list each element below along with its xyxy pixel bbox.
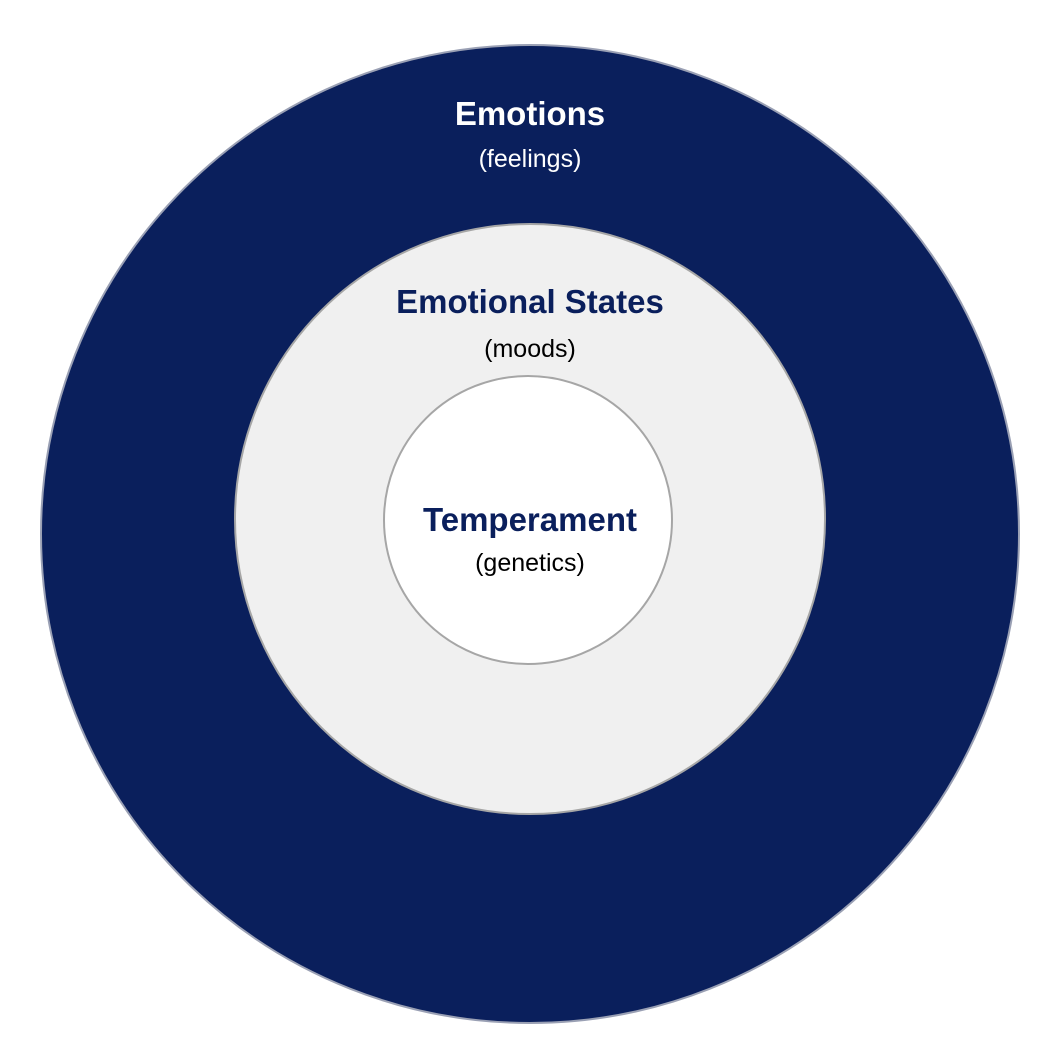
emotional-states-subtitle: (moods) [484,335,576,363]
emotional-states-title: Emotional States [396,283,664,320]
temperament-circle [383,375,673,665]
temperament-subtitle: (genetics) [475,549,585,577]
emotions-subtitle: (feelings) [478,145,582,173]
temperament-title: Temperament [423,501,637,538]
emotions-title: Emotions [454,95,606,132]
